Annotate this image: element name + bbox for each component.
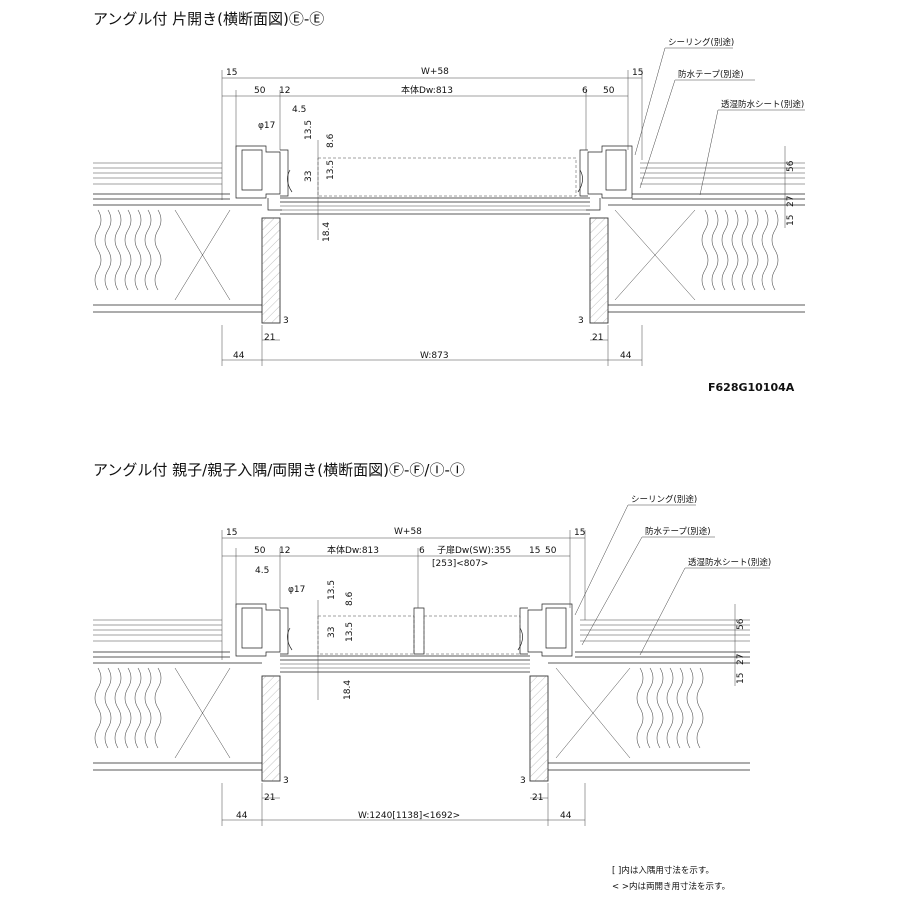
b-dim-left15: 15 xyxy=(226,528,237,538)
b-dim-15: 15 xyxy=(736,673,746,684)
dim-4-5: 4.5 xyxy=(292,105,306,115)
dim-13-5b: 13.5 xyxy=(326,160,336,180)
note-ryobiraki: < >内は両開き用寸法を示す。 xyxy=(612,881,730,892)
dim-21-left: 21 xyxy=(264,333,275,343)
bottom-dimension-lines xyxy=(221,530,736,826)
b-dim-w1240: W:1240[1138]<1692> xyxy=(358,811,460,821)
b-dim-4-5: 4.5 xyxy=(255,566,269,576)
top-callout-sheet: 透湿防水シート(別途) xyxy=(721,99,804,110)
dim-27: 27 xyxy=(786,196,796,207)
dim-15: 15 xyxy=(786,215,796,226)
dim-44-right: 44 xyxy=(620,351,632,361)
b-dim-13-5a: 13.5 xyxy=(327,580,337,600)
b-dim-child: 子扉Dw(SW):355 xyxy=(437,544,511,556)
bottom-siding-left xyxy=(93,619,262,664)
bottom-insulation-right xyxy=(548,667,750,771)
dim-phi17: φ17 xyxy=(258,121,275,131)
top-section: アングル付 片開き(横断面図)Ⓔ-Ⓔ xyxy=(93,10,805,394)
top-callout-tape: 防水テープ(別途) xyxy=(678,69,744,80)
b-dim-21-right: 21 xyxy=(532,793,543,803)
b-callout-tape: 防水テープ(別途) xyxy=(645,526,711,537)
top-insulation-left xyxy=(93,209,262,313)
top-title: アングル付 片開き(横断面図)Ⓔ-Ⓔ xyxy=(93,10,324,28)
b-dim-44-right: 44 xyxy=(560,811,572,821)
bottom-frame-left xyxy=(235,603,289,657)
bottom-siding-right xyxy=(548,619,750,664)
top-insulation-right xyxy=(608,209,805,313)
drawing-code: F628G10104A xyxy=(708,381,795,394)
b-dim-right15b: 15 xyxy=(529,546,540,556)
dim-right50: 50 xyxy=(603,86,615,96)
dim-right6: 6 xyxy=(582,86,588,96)
b-dim-w58: W+58 xyxy=(394,527,422,537)
bottom-insulation-left xyxy=(93,667,262,771)
b-dim-body: 本体Dw:813 xyxy=(327,544,379,556)
top-siding-left xyxy=(93,162,262,206)
b-dim-21-left: 21 xyxy=(264,793,275,803)
b-dim-left50: 50 xyxy=(254,546,266,556)
b-dim-13-5b: 13.5 xyxy=(345,622,355,642)
b-dim-27: 27 xyxy=(736,654,746,665)
b-callout-sheet: 透湿防水シート(別途) xyxy=(688,557,771,568)
bottom-door-leaves xyxy=(280,607,530,673)
b-dim-phi17: φ17 xyxy=(288,585,305,595)
top-callout-leaders xyxy=(634,47,805,196)
dim-w58: W+58 xyxy=(421,67,449,77)
bottom-callout-leaders xyxy=(574,504,770,656)
top-frame-right xyxy=(579,145,633,211)
dim-w873: W:873 xyxy=(420,351,449,361)
dim-3-left: 3 xyxy=(283,316,289,326)
dim-21-right: 21 xyxy=(592,333,603,343)
dim-13-5a: 13.5 xyxy=(304,120,314,140)
top-callout-sealing: シーリング(別途) xyxy=(668,37,734,48)
b-dim-44-left: 44 xyxy=(236,811,248,821)
b-dim-8-6: 8.6 xyxy=(345,591,355,606)
bottom-title: アングル付 親子/親子入隅/両開き(横断面図)Ⓕ-Ⓕ/Ⓘ-Ⓘ xyxy=(93,461,465,479)
dim-right15: 15 xyxy=(632,68,643,78)
b-dim-18-4: 18.4 xyxy=(343,680,353,700)
dim-left50: 50 xyxy=(254,86,266,96)
b-dim-3-right: 3 xyxy=(520,776,526,786)
dim-left15: 15 xyxy=(226,68,237,78)
dim-3-right: 3 xyxy=(578,316,584,326)
b-dim-child6: 6 xyxy=(419,546,425,556)
b-dim-childsub: [253]<807> xyxy=(432,559,488,569)
top-dimension-lines xyxy=(221,70,786,366)
dim-44-left: 44 xyxy=(233,351,245,361)
top-frame-left xyxy=(235,145,289,211)
b-dim-right15: 15 xyxy=(574,528,585,538)
b-dim-right50: 50 xyxy=(545,546,557,556)
dim-33: 33 xyxy=(304,171,314,182)
dim-18-4: 18.4 xyxy=(322,222,332,242)
dim-left12: 12 xyxy=(279,86,290,96)
top-siding-right xyxy=(608,162,805,206)
dim-8-6: 8.6 xyxy=(326,133,336,148)
b-dim-3-left: 3 xyxy=(283,776,289,786)
bottom-frame-right xyxy=(519,603,573,657)
bottom-section: アングル付 親子/親子入隅/両開き(横断面図)Ⓕ-Ⓕ/Ⓘ-Ⓘ xyxy=(93,461,771,892)
b-callout-sealing: シーリング(別途) xyxy=(631,494,697,505)
dim-56: 56 xyxy=(786,160,796,172)
dim-body: 本体Dw:813 xyxy=(401,84,453,96)
note-irisumi: [ ]内は入隅用寸法を示す。 xyxy=(612,865,714,876)
b-dim-left12: 12 xyxy=(279,546,290,556)
b-dim-33: 33 xyxy=(327,627,337,638)
b-dim-56: 56 xyxy=(736,618,746,630)
